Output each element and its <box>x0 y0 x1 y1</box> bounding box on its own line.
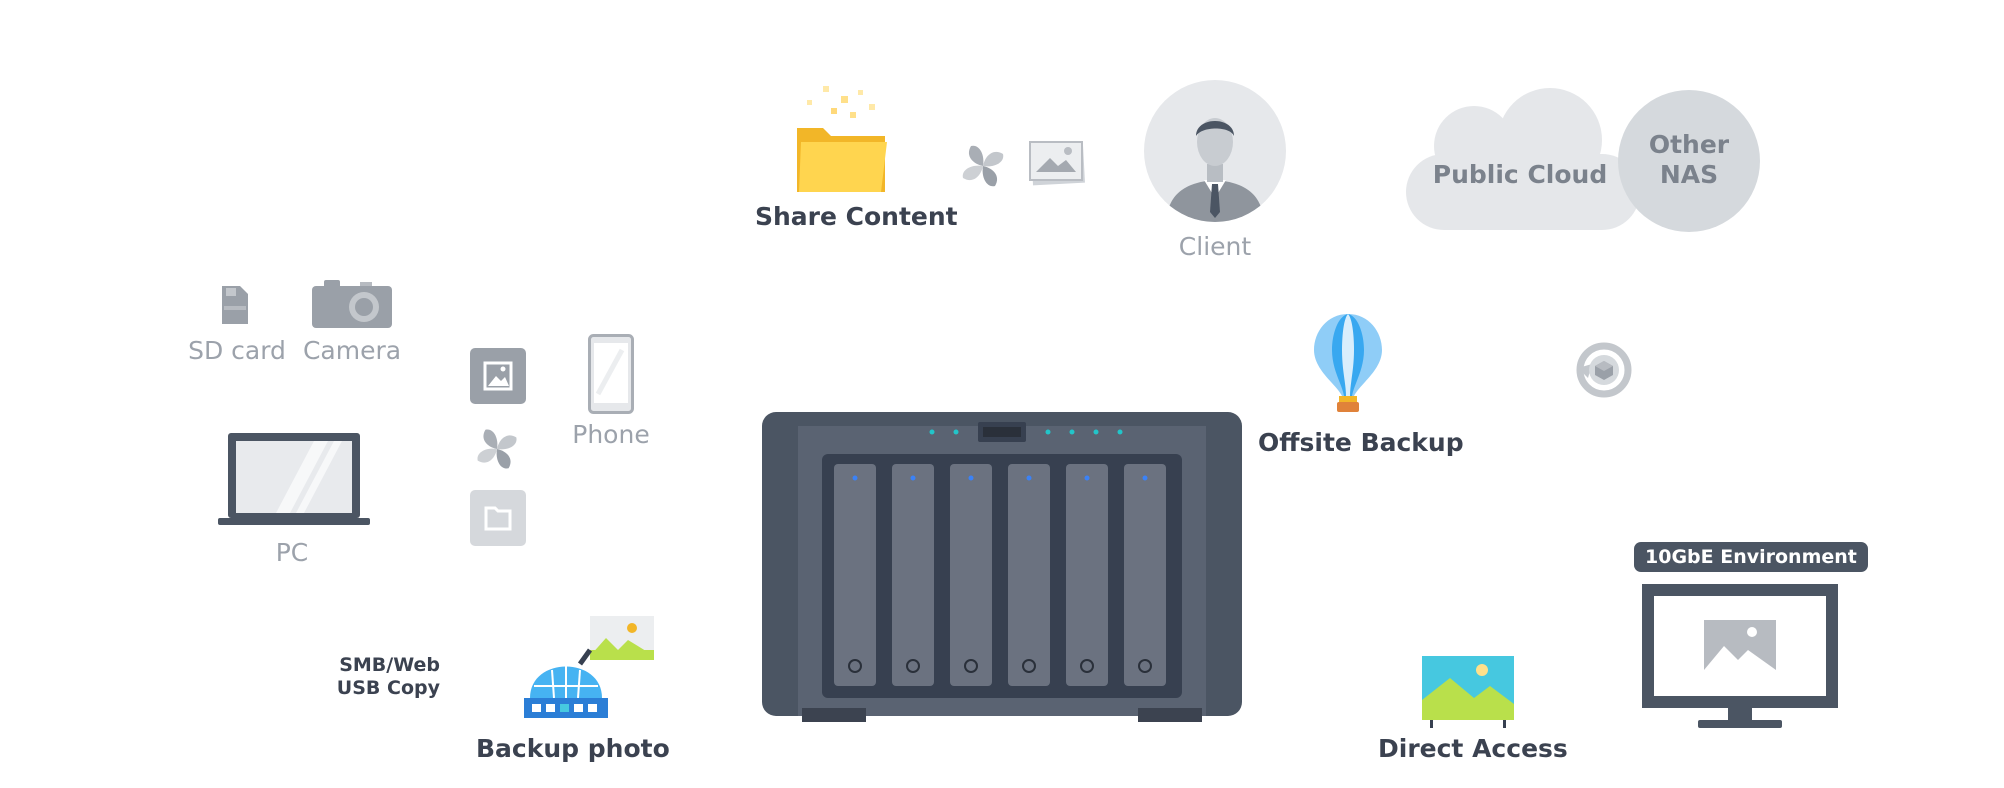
laptop-icon <box>218 433 370 525</box>
drive-bay <box>1008 464 1050 686</box>
direct-access-label: Direct Access <box>1378 734 1568 763</box>
drive-bay <box>1066 464 1108 686</box>
drive-bay-latch <box>1080 659 1094 673</box>
drive-bay-latch <box>848 659 862 673</box>
other-nas-circle <box>1618 90 1760 232</box>
nas-icon <box>762 412 1242 722</box>
pinwheel-small-icon <box>477 429 517 469</box>
sd-card-icon <box>222 286 248 324</box>
drive-bay <box>950 464 992 686</box>
pc-label: PC <box>275 538 309 567</box>
offsite-backup-label: Offsite Backup <box>1258 428 1464 457</box>
drive-bay-led <box>1084 475 1090 481</box>
phone-icon <box>588 334 634 414</box>
drive-bay-led <box>968 475 974 481</box>
balloon-icon <box>1314 314 1382 412</box>
observatory-icon <box>524 616 654 718</box>
tenGbE-environment-badge: 10GbE Environment <box>1634 542 1868 572</box>
share-content-label: Share Content <box>755 202 958 231</box>
drive-bay <box>1124 464 1166 686</box>
other-nas-label-2: NAS <box>1659 160 1719 189</box>
drive-bay <box>834 464 876 686</box>
cloud-icon <box>1406 88 1640 230</box>
pinwheel-icon <box>962 145 1004 187</box>
monitor-icon <box>1642 584 1838 728</box>
drive-bay-latch <box>906 659 920 673</box>
drive-bay-led <box>1142 475 1148 481</box>
drive-bay-latch <box>1138 659 1152 673</box>
camera-icon <box>312 280 392 328</box>
drive-bay-latch <box>964 659 978 673</box>
photo-icon <box>1029 141 1085 186</box>
client-label: Client <box>1178 232 1252 261</box>
folder-tile-icon <box>470 490 526 546</box>
camera-label: Camera <box>302 336 402 365</box>
usb-copy-label: USB Copy <box>336 677 440 699</box>
drive-bay-led <box>910 475 916 481</box>
image-tile-icon <box>470 348 526 404</box>
drive-bay-led <box>852 475 858 481</box>
drive-bay-led <box>1026 475 1032 481</box>
public-cloud-label: Public Cloud <box>1432 160 1608 189</box>
sd-card-label: SD card <box>188 336 286 365</box>
phone-label: Phone <box>572 420 650 449</box>
smb-web-label: SMB/Web <box>339 654 440 676</box>
backup-photo-label: Backup photo <box>476 734 670 763</box>
folder-icon <box>797 86 887 192</box>
other-nas-label-1: Other <box>1648 130 1730 159</box>
client-avatar-icon <box>1144 80 1286 222</box>
drive-bay <box>892 464 934 686</box>
landscape-icon <box>1422 656 1514 728</box>
drive-bay-latch <box>1022 659 1036 673</box>
sync-icon <box>1576 342 1632 398</box>
